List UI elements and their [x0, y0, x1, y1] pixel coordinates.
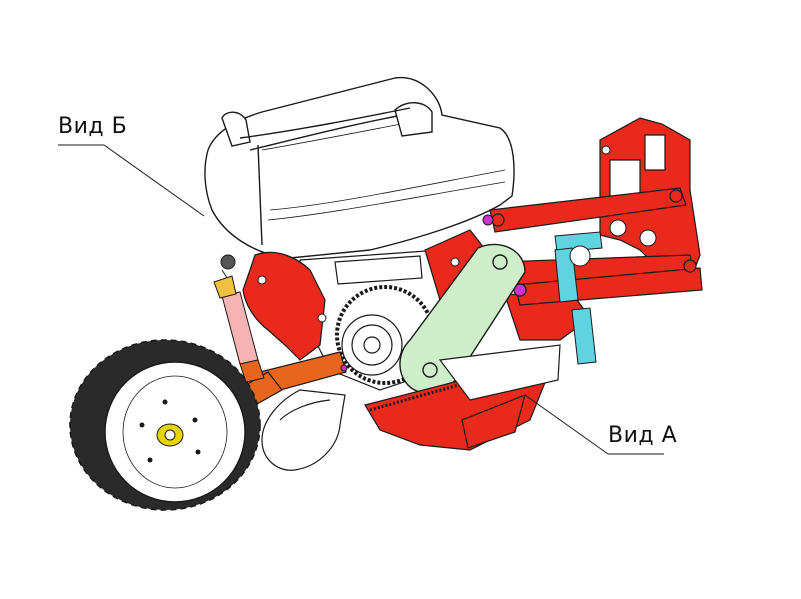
view-a-leader — [524, 394, 609, 455]
depth-adjuster — [213, 254, 265, 383]
view-b-label: Вид Б — [58, 114, 128, 139]
seed-tube — [261, 389, 346, 471]
press-wheel — [69, 339, 261, 511]
seed-hopper — [204, 76, 515, 259]
view-b-leader — [103, 144, 205, 217]
furrow-opener — [364, 344, 561, 451]
pivot-bolts — [257, 145, 657, 372]
callout-leaders — [58, 144, 664, 455]
view-a-label: Вид А — [608, 423, 678, 448]
